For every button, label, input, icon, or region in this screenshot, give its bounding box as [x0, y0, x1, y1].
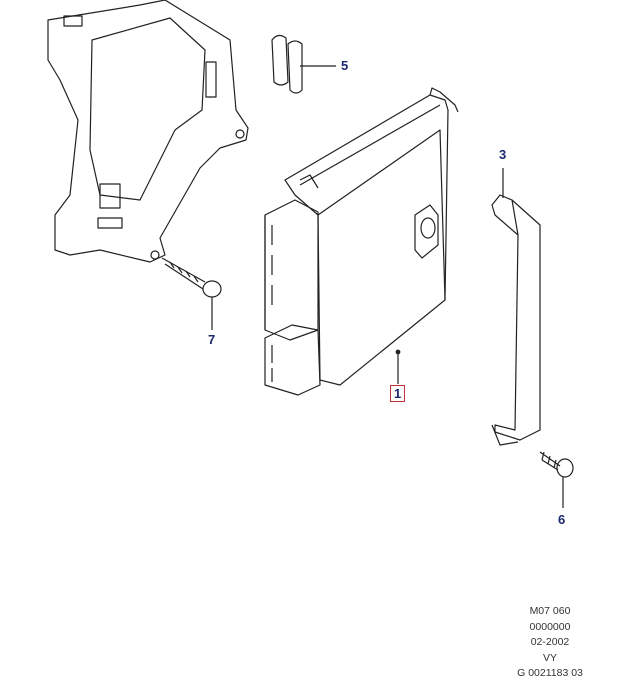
info-line-4: VY	[542, 651, 557, 664]
ecu-module	[264, 87, 459, 396]
callout-5: 5	[341, 58, 349, 73]
bolt-7	[161, 257, 222, 330]
info-line-1: M07 060	[529, 605, 571, 617]
callout-7: 7	[208, 332, 216, 347]
callout-1-highlighted: 1	[390, 385, 406, 402]
clip-5	[271, 34, 336, 94]
strap-bracket-3	[491, 168, 541, 446]
diagram-info-block: M07 060 0000000 02-2002 VY G 0021183 03	[510, 604, 590, 682]
info-line-3: 02-2002	[530, 636, 570, 648]
mounting-bracket	[47, 0, 249, 263]
callout-6: 6	[558, 512, 566, 527]
info-line-2: 0000000	[529, 620, 571, 633]
info-line-5: G 0021183 03	[517, 667, 583, 679]
callout-3: 3	[499, 147, 507, 162]
screw-6	[539, 451, 574, 508]
